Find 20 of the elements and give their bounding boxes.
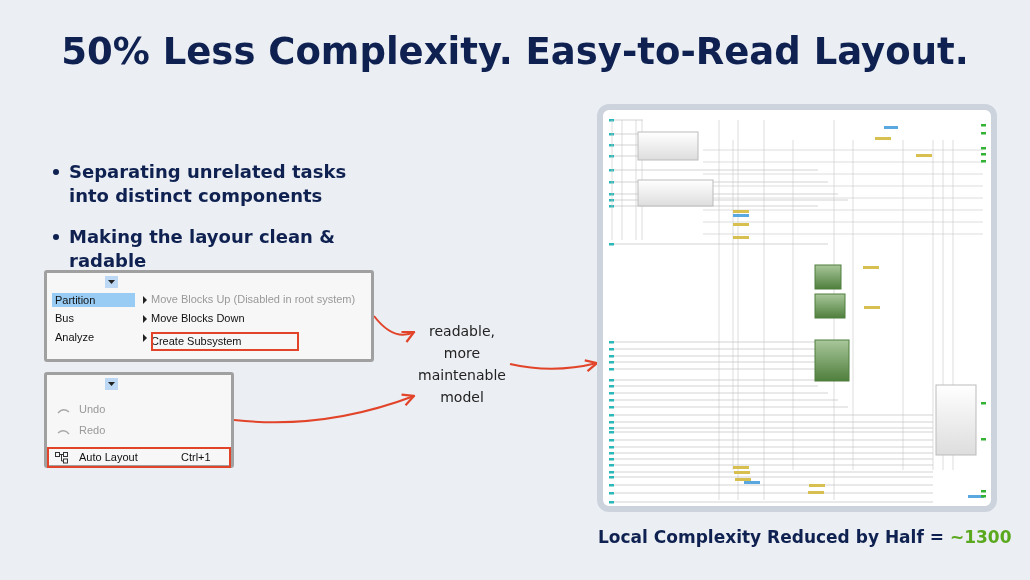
shortcut-text: Ctrl+1 (181, 451, 211, 463)
menu-item: Undo (79, 403, 106, 415)
menu-item: Partition (52, 293, 136, 307)
menu-item: Analyze (55, 331, 95, 343)
caption-value: ~1300 (949, 527, 1012, 547)
arrow (509, 358, 599, 373)
arrow (233, 393, 416, 424)
menu-item: Move Blocks Up (Disabled in root system) (151, 293, 356, 305)
outcome-text: readable, more maintenable model (417, 322, 507, 407)
arrow (373, 315, 416, 343)
slide-title: 50% Less Complexity. Easy-to-Read Layout. (60, 30, 970, 73)
caption-text: Local Complexity Reduced by Half = (598, 527, 944, 547)
menu-item: Auto Layout (79, 451, 138, 463)
context-menu-panel (44, 372, 234, 468)
bullet-point: Separating unrelated tasks into distinct components (69, 160, 348, 208)
bullet-point: Making the layour clean & radable (69, 225, 336, 273)
menu-item: Redo (79, 424, 106, 436)
context-menu-panel (44, 270, 374, 362)
menu-item: Move Blocks Down (151, 312, 245, 324)
menu-item: Bus (55, 312, 74, 324)
